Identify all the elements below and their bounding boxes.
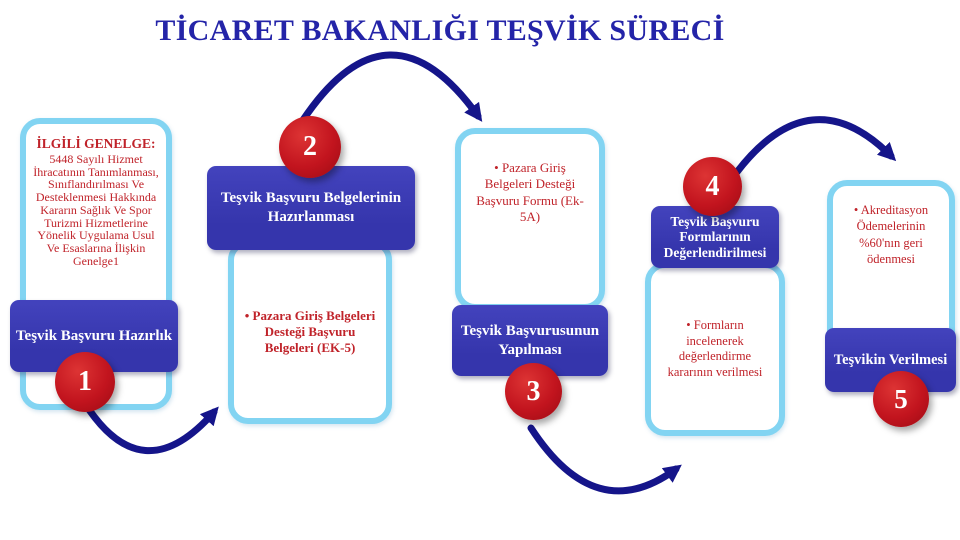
step-3-number: 3	[526, 375, 541, 407]
step-2-note-box: • Pazara Giriş Belgeleri Desteği Başvuru…	[228, 240, 392, 424]
step-1-note-header: İLGİLİ GENELGE:	[36, 136, 156, 151]
step-1-note-text: 5448 Sayılı Hizmet İhracatının Tanımlanm…	[33, 152, 159, 268]
step-1-label: Teşvik Başvuru Hazırlık	[15, 327, 173, 344]
step-3-note-text: • Pazara Giriş Belgeleri Desteği Başvuru…	[476, 160, 584, 224]
slide-title: TİCARET BAKANLIĞI TEŞVİK SÜRECİ	[155, 14, 725, 47]
step-1-note-box: İLGİLİ GENELGE: 5448 Sayılı Hizmet İhrac…	[20, 118, 172, 410]
step-1-number-badge: 1	[55, 352, 115, 412]
curved-arrow-step3-to-step4	[527, 424, 682, 495]
step-5-number: 5	[894, 383, 908, 414]
step-3-note-box: • Pazara Giriş Belgeleri Desteği Başvuru…	[455, 128, 605, 310]
curved-arrow-step2-to-step3	[299, 51, 483, 124]
curved-arrow-step4-to-step5	[733, 116, 897, 176]
step-5-note-text: • Akreditasyon Ödemelerinin %60'nın geri…	[853, 203, 929, 266]
step-4-number: 4	[705, 170, 720, 202]
step-4-number-badge: 4	[683, 157, 742, 216]
step-1-number: 1	[78, 366, 92, 397]
step-2-label: Teşvik Başvuru Belgelerinin Hazırlanması	[220, 190, 402, 225]
step-2-note-text: • Pazara Giriş Belgeleri Desteği Başvuru…	[244, 307, 376, 356]
step-5-number-badge: 5	[873, 371, 929, 427]
step-4-note-text: • Formların incelenerek değerlendirme ka…	[667, 318, 763, 379]
step-2-number: 2	[303, 131, 317, 162]
step-4-note-box: • Formların incelenerek değerlendirme ka…	[645, 262, 785, 436]
step-2-number-badge: 2	[279, 116, 341, 178]
step-4-label-box: Teşvik Başvuru Formlarının Değerlendiril…	[651, 206, 779, 268]
step-3-label: Teşvik Başvurusunun Yapılması	[460, 322, 600, 358]
step-5-label: Teşvikin Verilmesi	[833, 351, 948, 368]
step-2-label-box: Teşvik Başvuru Belgelerinin Hazırlanması	[207, 166, 415, 250]
step-3-number-badge: 3	[505, 363, 562, 420]
step-5-note-box: • Akreditasyon Ödemelerinin %60'nın geri…	[827, 180, 955, 355]
step-4-label: Teşvik Başvuru Formlarının Değerlendiril…	[663, 213, 767, 260]
